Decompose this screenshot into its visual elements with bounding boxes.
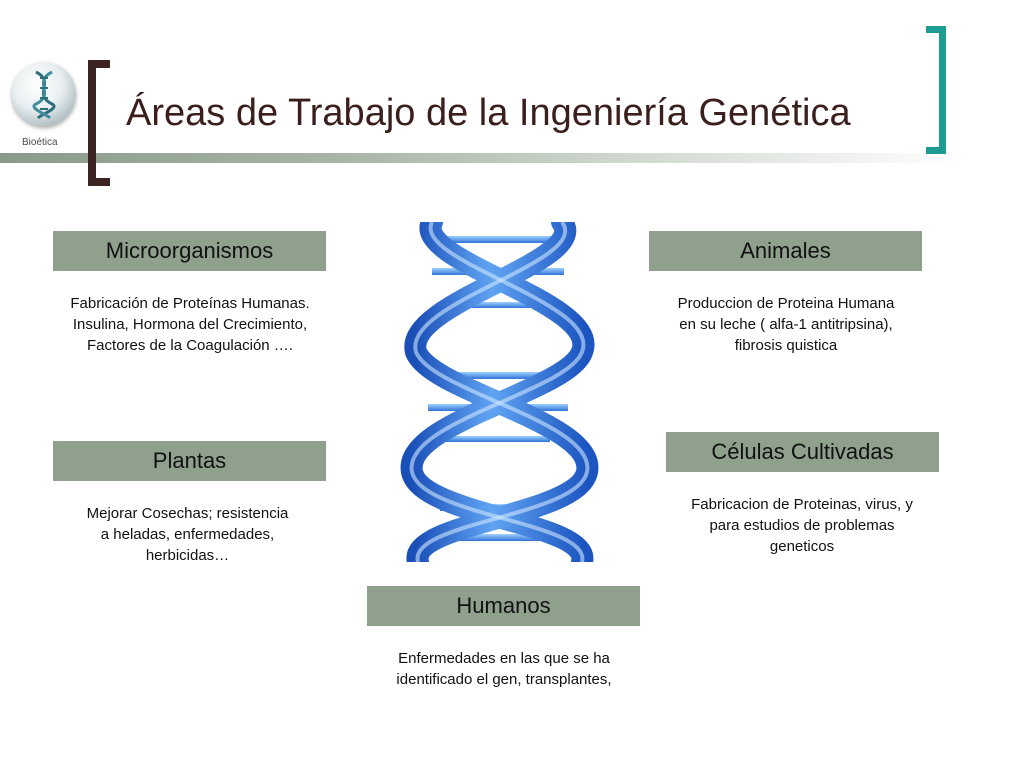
plantas-description: Mejorar Cosechas; resistencia a heladas,… (35, 503, 340, 566)
microorganismos-label: Microorganismos (105, 238, 274, 263)
description-line: fibrosis quistica (734, 337, 838, 354)
description-line: Produccion de Proteina Humana (677, 295, 895, 312)
bioetica-logo (12, 62, 76, 126)
plantas-box: Plantas (53, 441, 326, 481)
microorganismos-box: Microorganismos (53, 231, 326, 271)
description-line: Fabricación de Proteínas Humanas. (70, 295, 310, 312)
description-line: herbicidas… (145, 547, 230, 564)
logo-label: Bioética (22, 137, 58, 148)
description-line: a heladas, enfermedades, (100, 526, 275, 543)
humanos-box: Humanos (367, 586, 640, 626)
description-line: Fabricacion de Proteinas, virus, y (691, 496, 913, 513)
description-line: Insulina, Hormona del Crecimiento, (72, 316, 308, 333)
plantas-label: Plantas (152, 448, 227, 473)
celulas-cultivadas-label: Células Cultivadas (711, 439, 894, 464)
left-bracket (88, 60, 110, 186)
humanos-label: Humanos (456, 593, 551, 618)
description-line: en su leche ( alfa-1 antitripsina), (679, 316, 893, 333)
humanos-description: Enfermedades en las que se ha identifica… (350, 648, 658, 690)
celulas-cultivadas-description: Fabricacion de Proteinas, virus, y para … (650, 494, 954, 557)
description-line: Mejorar Cosechas; resistencia (86, 505, 289, 522)
animales-box: Animales (649, 231, 922, 271)
description-line: geneticos (769, 538, 835, 555)
description-line: Enfermedades en las que se ha (398, 650, 610, 667)
animales-description: Produccion de Proteina Humana en su lech… (630, 293, 942, 356)
title-underline (0, 153, 960, 163)
description-line: para estudios de problemas (709, 517, 895, 534)
right-bracket (926, 26, 946, 154)
animales-label: Animales (740, 238, 831, 263)
description-line: Factores de la Coagulación …. (87, 337, 293, 354)
celulas-cultivadas-box: Células Cultivadas (666, 432, 939, 472)
page-title: Áreas de Trabajo de la Ingeniería Genéti… (126, 92, 851, 134)
description-line: identificado el gen, transplantes, (396, 671, 612, 688)
dna-helix-icon (400, 222, 599, 562)
dna-logo-icon (32, 70, 56, 120)
microorganismos-description: Fabricación de Proteínas Humanas. Insuli… (30, 293, 350, 356)
